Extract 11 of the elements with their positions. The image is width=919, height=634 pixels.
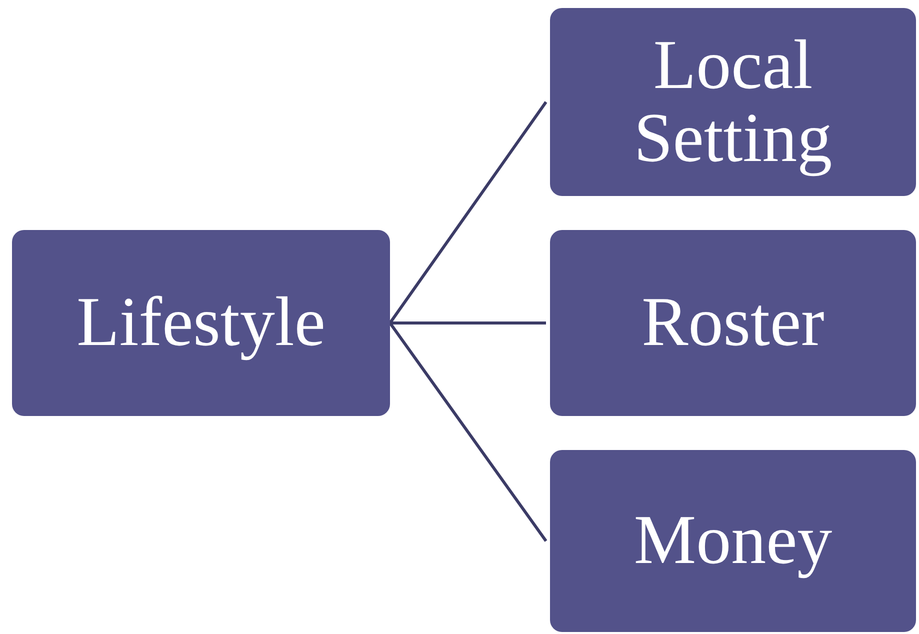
box-label: Roster [642,286,824,360]
box-label: Lifestyle [76,286,326,360]
connector-line [388,322,548,542]
process-box [550,450,916,632]
process-box [550,230,916,416]
process-box [12,230,390,416]
connector-line [388,101,548,324]
process-box [550,8,916,196]
box-label: Money [634,504,832,578]
box-label: Local Setting [632,28,834,176]
connector-line [390,322,546,324]
